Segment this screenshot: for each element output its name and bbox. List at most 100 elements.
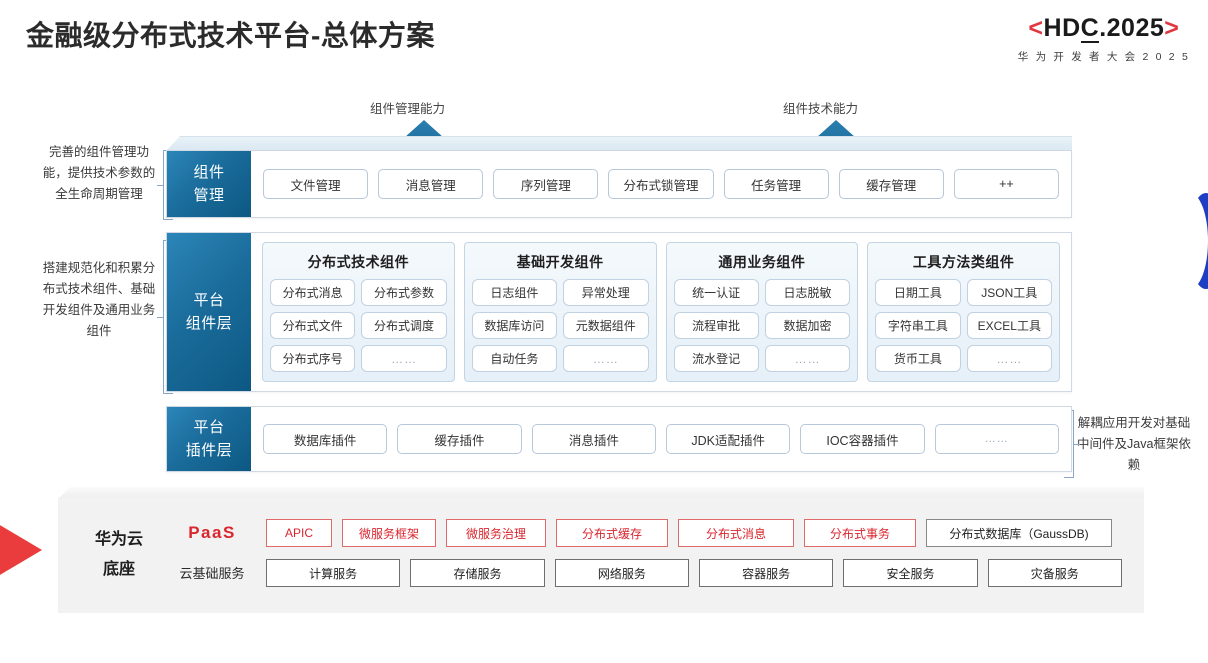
blue-crescent-decoration xyxy=(1172,193,1208,289)
hdc-logo-subtitle: 华 为 开 发 者 大 会 2 0 2 5 xyxy=(1017,50,1190,63)
chip-container-service[interactable]: 容器服务 xyxy=(698,559,834,587)
hdc-logo: <HDC.2025> 华 为 开 发 者 大 会 2 0 2 5 xyxy=(1018,16,1190,64)
platform-component-groups: 分布式技术组件 分布式消息 分布式参数 分布式文件 分布式调度 分布式序号 ……… xyxy=(251,233,1071,391)
hdc-logo-text: HD xyxy=(1043,14,1081,42)
chip-sequence-management[interactable]: 序列管理 xyxy=(493,169,599,199)
layer-tab-platform-plugin: 平台 插件层 xyxy=(167,407,251,471)
chip-distributed-message[interactable]: 分布式消息 xyxy=(678,519,794,547)
chip-database-access[interactable]: 数据库访问 xyxy=(471,312,558,339)
red-wedge-decoration xyxy=(0,505,42,595)
chip-disaster-recovery-service[interactable]: 灾备服务 xyxy=(987,559,1122,587)
chip-storage-service[interactable]: 存储服务 xyxy=(410,559,545,587)
layer-tab-line2: 插件层 xyxy=(185,442,233,459)
layer-body-platform-plugin: 数据库插件 缓存插件 消息插件 JDK适配插件 IOC容器插件 …… xyxy=(251,407,1071,471)
chip-transaction-register[interactable]: 流水登记 xyxy=(673,345,759,372)
chip-more-dots[interactable]: …… xyxy=(934,424,1059,454)
chip-cache-plugin[interactable]: 缓存插件 xyxy=(397,424,522,454)
group-title: 分布式技术组件 xyxy=(307,254,410,270)
chip-more-dots[interactable]: …… xyxy=(361,345,447,372)
right-note-decoupling: 解耦应用开发对基础中间件及Java框架依赖 xyxy=(1077,416,1191,472)
chip-process-approval[interactable]: 流程审批 xyxy=(673,312,759,339)
cloud-service-label: 云基础服务 xyxy=(179,566,245,581)
chip-exception-handling[interactable]: 异常处理 xyxy=(563,279,649,306)
left-note-component-management: 完善的组件管理功能，提供技术参数的全生命周期管理 xyxy=(42,145,156,201)
group-grid: 日志组件 异常处理 数据库访问 元数据组件 自动任务 …… xyxy=(471,279,649,372)
layer-component-management[interactable]: 组件 管理 文件管理 消息管理 序列管理 分布式锁管理 任务管理 缓存管理 ++ xyxy=(166,150,1072,218)
cloud-base-section: 华为云 底座 PaaS 云基础服务 APIC 微服务框架 微服务治理 分布式缓存… xyxy=(58,497,1144,613)
group-title: 基础开发组件 xyxy=(516,254,604,270)
chip-cache-management[interactable]: 缓存管理 xyxy=(838,169,944,199)
chip-distributed-sequence[interactable]: 分布式序号 xyxy=(270,345,356,372)
chip-data-encryption[interactable]: 数据加密 xyxy=(764,312,851,339)
chip-ioc-container-plugin[interactable]: IOC容器插件 xyxy=(800,424,925,454)
layer-tab-line1: 组件 xyxy=(193,164,225,181)
chip-more-plus[interactable]: ++ xyxy=(953,169,1059,199)
paas-label: PaaS xyxy=(188,523,236,542)
chip-more-dots[interactable]: …… xyxy=(563,345,649,372)
layer-tab-platform-component: 平台 组件层 xyxy=(167,233,251,391)
chip-log-desensitization[interactable]: 日志脱敏 xyxy=(764,279,851,306)
chip-json-tool[interactable]: JSON工具 xyxy=(966,279,1052,306)
chip-more-dots[interactable]: …… xyxy=(764,345,851,372)
chip-currency-tool[interactable]: 货币工具 xyxy=(875,345,961,372)
hdc-logo-main: <HDC.2025> xyxy=(1018,16,1190,43)
hdc-logo-underlined-c: C xyxy=(1080,14,1100,43)
chip-message-management[interactable]: 消息管理 xyxy=(378,169,484,199)
chip-microservice-framework[interactable]: 微服务框架 xyxy=(342,519,436,547)
layer-body-component-management: 文件管理 消息管理 序列管理 分布式锁管理 任务管理 缓存管理 ++ xyxy=(251,151,1071,217)
cloud-services-row: 计算服务 存储服务 网络服务 容器服务 安全服务 灾备服务 xyxy=(266,559,1122,587)
chip-more-dots[interactable]: …… xyxy=(966,345,1052,372)
chip-distributed-message[interactable]: 分布式消息 xyxy=(270,279,356,306)
chip-excel-tool[interactable]: EXCEL工具 xyxy=(966,312,1052,339)
chip-distributed-database-gaussdb[interactable]: 分布式数据库（GaussDB) xyxy=(926,519,1112,547)
layer-platform-component[interactable]: 平台 组件层 分布式技术组件 分布式消息 分布式参数 分布式文件 分布式调度 分… xyxy=(166,232,1072,392)
chip-distributed-lock-management[interactable]: 分布式锁管理 xyxy=(608,169,714,199)
group-grid: 分布式消息 分布式参数 分布式文件 分布式调度 分布式序号 …… xyxy=(270,279,447,372)
chip-date-tool[interactable]: 日期工具 xyxy=(875,279,961,306)
layer-platform-plugin[interactable]: 平台 插件层 数据库插件 缓存插件 消息插件 JDK适配插件 IOC容器插件 …… xyxy=(166,406,1072,472)
group-title: 通用业务组件 xyxy=(718,254,806,270)
left-note-platform-component: 搭建规范化和积累分布式技术组件、基础开发组件及通用业务组件 xyxy=(42,261,156,338)
group-grid: 统一认证 日志脱敏 流程审批 数据加密 流水登记 …… xyxy=(673,279,851,372)
group-title: 工具方法类组件 xyxy=(912,254,1015,270)
cloud-base-3d-sliver xyxy=(58,487,1144,499)
chip-distributed-scheduling[interactable]: 分布式调度 xyxy=(361,312,447,339)
layer-tab-line1: 平台 xyxy=(193,292,225,309)
chip-log-component[interactable]: 日志组件 xyxy=(471,279,558,306)
layer-tab-line2: 组件层 xyxy=(185,315,233,332)
hdc-right-bracket: > xyxy=(1164,14,1180,42)
chip-jdk-adapter-plugin[interactable]: JDK适配插件 xyxy=(665,424,791,454)
group-common-business: 通用业务组件 统一认证 日志脱敏 流程审批 数据加密 流水登记 …… xyxy=(665,242,859,382)
chip-network-service[interactable]: 网络服务 xyxy=(554,559,689,587)
chip-compute-service[interactable]: 计算服务 xyxy=(266,559,401,587)
cloud-base-title: 华为云 底座 xyxy=(76,525,162,585)
chip-distributed-file[interactable]: 分布式文件 xyxy=(270,312,356,339)
cloud-base-title-line1: 华为云 xyxy=(94,531,143,548)
chip-microservice-governance[interactable]: 微服务治理 xyxy=(446,519,546,547)
chip-file-management[interactable]: 文件管理 xyxy=(263,169,369,199)
layer-tab-line1: 平台 xyxy=(193,419,225,436)
cloud-base-title-line2: 底座 xyxy=(102,561,135,578)
layer-tab-component-management: 组件 管理 xyxy=(167,151,251,217)
panel-3d-top-sliver xyxy=(166,136,1072,151)
chip-string-tool[interactable]: 字符串工具 xyxy=(875,312,961,339)
group-tool-methods: 工具方法类组件 日期工具 JSON工具 字符串工具 EXCEL工具 货币工具 …… xyxy=(867,242,1060,382)
chip-distributed-cache[interactable]: 分布式缓存 xyxy=(556,519,668,547)
chip-message-plugin[interactable]: 消息插件 xyxy=(531,424,656,454)
group-grid: 日期工具 JSON工具 字符串工具 EXCEL工具 货币工具 …… xyxy=(875,279,1052,372)
chip-apic[interactable]: APIC xyxy=(266,519,332,547)
chip-automatic-task[interactable]: 自动任务 xyxy=(471,345,558,372)
page-title: 金融级分布式技术平台-总体方案 xyxy=(26,20,435,51)
chip-distributed-transaction[interactable]: 分布式事务 xyxy=(804,519,916,547)
chip-task-management[interactable]: 任务管理 xyxy=(723,169,829,199)
chip-metadata-component[interactable]: 元数据组件 xyxy=(563,312,649,339)
chip-database-plugin[interactable]: 数据库插件 xyxy=(263,424,388,454)
paas-items-row: APIC 微服务框架 微服务治理 分布式缓存 分布式消息 分布式事务 分布式数据… xyxy=(266,519,1122,547)
hdc-left-bracket: < xyxy=(1028,14,1044,42)
hdc-logo-text-tail: .2025 xyxy=(1099,14,1165,42)
chip-distributed-parameter[interactable]: 分布式参数 xyxy=(361,279,447,306)
chip-security-service[interactable]: 安全服务 xyxy=(843,559,978,587)
chip-unified-authentication[interactable]: 统一认证 xyxy=(673,279,759,306)
capability-label-management: 组件管理能力 xyxy=(370,102,446,116)
capability-label-technical: 组件技术能力 xyxy=(783,102,859,116)
